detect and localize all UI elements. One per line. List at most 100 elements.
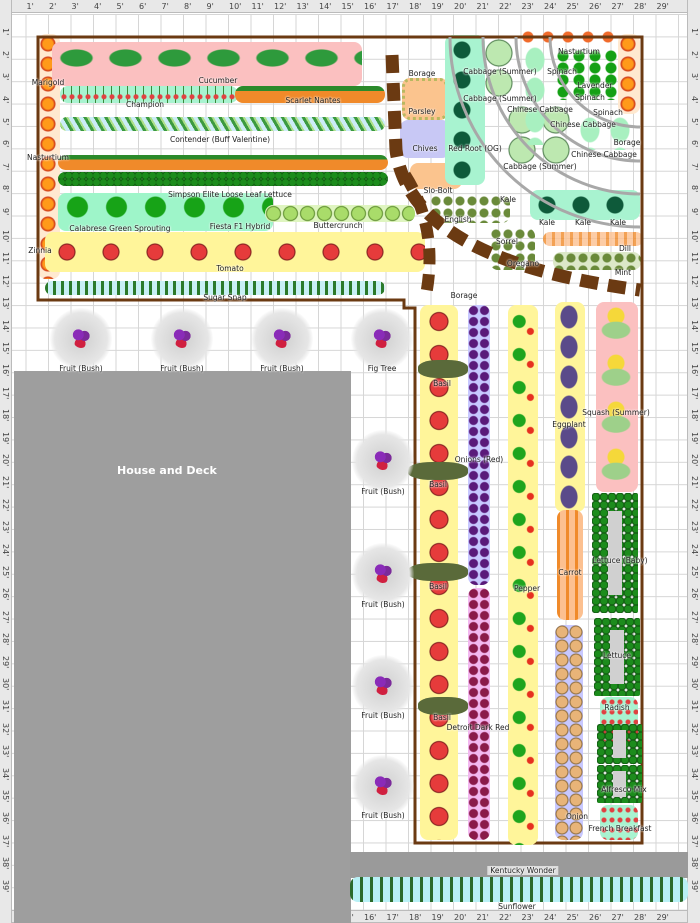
cabbage-bed[interactable] <box>482 38 516 98</box>
plant-label: Champion <box>125 100 165 109</box>
plant-label: Sunflower <box>498 902 536 911</box>
dill-row[interactable] <box>543 232 643 246</box>
plant-label: Pepper <box>513 584 541 593</box>
beet-column[interactable] <box>468 588 490 840</box>
scarlet-nantes-row[interactable] <box>235 86 385 103</box>
plant-label: Spinach <box>547 67 577 76</box>
carrot-column[interactable] <box>557 510 583 620</box>
french-breakfast-bed[interactable] <box>600 805 638 840</box>
basil-plant[interactable] <box>418 697 468 715</box>
ruler-tick-label: 8' <box>184 2 192 11</box>
ruler-tick-label: 2' <box>49 2 57 11</box>
plant-label: Fruit (Bush) <box>361 487 405 496</box>
plant-label: Marigold <box>31 78 65 87</box>
ruler-tick-label: 25' <box>566 2 579 11</box>
plant-label: Calabrese Green Sprouting <box>69 224 171 233</box>
squash-column[interactable] <box>596 302 638 492</box>
carrot-row[interactable] <box>58 155 388 170</box>
ruler-tick-label: 22' <box>499 2 512 11</box>
fruit-bush[interactable] <box>251 308 313 370</box>
fruit-bush[interactable] <box>352 543 414 605</box>
fruit-bush[interactable] <box>50 308 112 370</box>
ruler-tick-label: 5' <box>116 2 124 11</box>
plant-label: Basil <box>433 713 451 722</box>
plant-label: Squash (Summer) <box>582 408 650 417</box>
ruler-tick-label: 11' <box>251 2 264 11</box>
plant-label: Fruit (Bush) <box>59 364 103 373</box>
ruler-tick-label: 25' <box>566 913 579 922</box>
plant-label: Oregano <box>506 259 540 268</box>
plant-label: Borage <box>450 291 478 300</box>
plant-label: Chinese Cabbage <box>507 105 573 114</box>
ruler-tick-label: 28' <box>634 913 647 922</box>
plant-label: Scarlet Nantes <box>285 96 341 105</box>
plant-label: Cabbage (Summer) <box>463 94 537 103</box>
ruler-tick-label: 7' <box>161 2 169 11</box>
fruit-bush[interactable] <box>352 755 414 817</box>
plant-label: Spinach <box>593 108 623 117</box>
plant-label: Borage <box>408 69 436 78</box>
ruler-tick-label: 23' <box>521 913 534 922</box>
fruit-bush[interactable] <box>352 655 414 717</box>
berry-icon <box>72 326 90 348</box>
plant-label: Eggplant <box>552 420 586 429</box>
chives-bed[interactable] <box>400 120 450 158</box>
champion-radish-row[interactable] <box>60 86 238 103</box>
ruler-left: 1'2'3'4'5'6'7'8'9'10'11'12'13'14'15'16'1… <box>0 0 12 923</box>
onion-column[interactable] <box>555 625 583 840</box>
plant-label: Red Root (OG) <box>448 144 502 153</box>
house-and-deck[interactable]: House and Deck <box>14 371 351 923</box>
contender-bean-row[interactable] <box>60 117 385 131</box>
ruler-tick-label: 26' <box>589 913 602 922</box>
plant-label: Kale <box>499 195 517 204</box>
buttercrunch-row[interactable] <box>265 205 415 222</box>
zinnia-column[interactable] <box>618 34 640 114</box>
fruit-bush[interactable] <box>352 430 414 492</box>
fig-tree[interactable] <box>351 308 413 370</box>
broccoli-row[interactable] <box>58 193 273 231</box>
bed-border <box>36 35 644 845</box>
plant-label: Mint <box>614 268 632 277</box>
plant-label: English <box>444 215 472 224</box>
house-label: House and Deck <box>117 464 217 477</box>
ruler-tick-label: 10' <box>229 2 242 11</box>
plant-label: Chives <box>412 144 438 153</box>
lettuce-row[interactable] <box>58 172 388 186</box>
stepping-stone-path <box>385 54 641 297</box>
plant-label: Tomato <box>216 264 244 273</box>
ruler-tick-label: 23' <box>521 2 534 11</box>
plant-label: Fruit (Bush) <box>361 600 405 609</box>
plant-label: Nasturtium <box>27 153 69 162</box>
plant-label: Sorrel <box>496 237 518 246</box>
plant-label: Fruit (Bush) <box>361 811 405 820</box>
fruit-bush[interactable] <box>151 308 213 370</box>
ruler-tick-label: 9' <box>206 2 214 11</box>
chinese-cabbage-bed[interactable] <box>520 45 550 145</box>
berry-icon <box>273 326 291 348</box>
plant-label: French Breakfast <box>588 824 652 833</box>
plant-label: Kentucky Wonder <box>487 866 559 875</box>
mint-row[interactable] <box>553 252 641 270</box>
lettuce-box-4[interactable] <box>597 765 642 803</box>
lettuce-box[interactable] <box>592 493 638 613</box>
ruler-tick-label: 29' <box>656 913 669 922</box>
basil-plant[interactable] <box>408 563 468 581</box>
tomato-row[interactable] <box>45 232 425 272</box>
sunflower-row[interactable] <box>350 877 688 902</box>
red-onion-column[interactable] <box>468 305 490 585</box>
lettuce-box-3[interactable] <box>597 724 642 764</box>
basil-plant[interactable] <box>418 360 468 378</box>
plant-label: Basil <box>433 379 451 388</box>
ruler-tick-label: 18' <box>409 2 422 11</box>
eggplant-column[interactable] <box>555 302 585 512</box>
plant-label: Spinach <box>575 93 605 102</box>
plant-label: Basil <box>429 582 447 591</box>
basil-plant[interactable] <box>408 462 468 480</box>
pepper-column[interactable] <box>508 305 538 845</box>
marigold-column[interactable] <box>38 34 60 279</box>
plant-label: Slo-Bolt <box>423 186 453 195</box>
lettuce-box-2[interactable] <box>594 618 640 696</box>
cucumber-row[interactable] <box>52 42 362 86</box>
sugar-snap-row[interactable] <box>45 281 385 295</box>
